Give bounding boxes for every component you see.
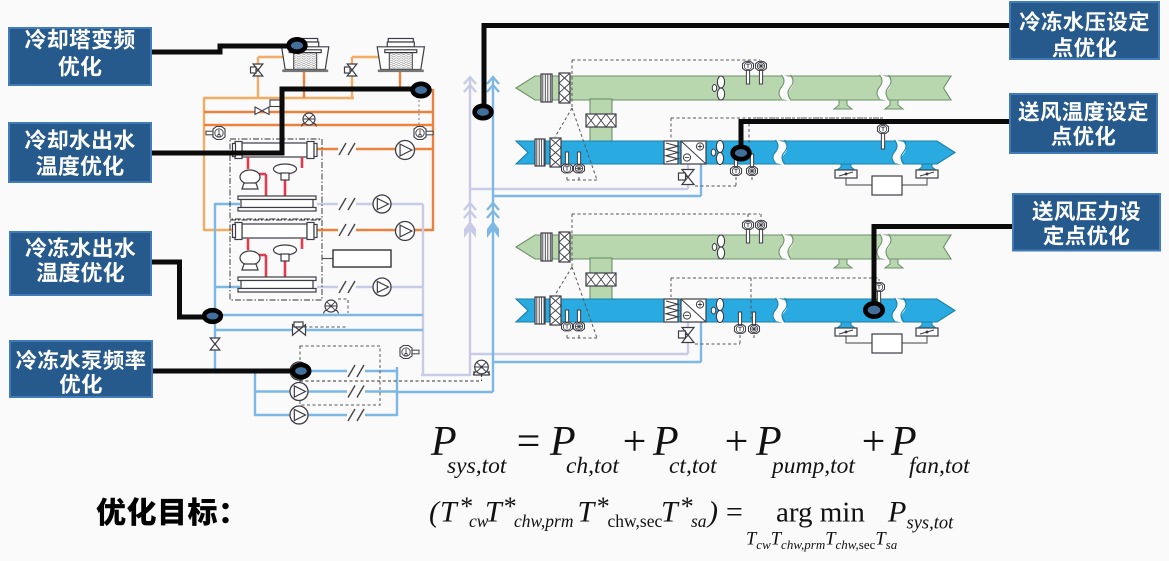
svg-text:P: P (652, 419, 679, 465)
svg-text:*: * (503, 492, 516, 521)
svg-text:(: ( (429, 496, 441, 529)
svg-text:sa: sa (691, 511, 707, 531)
svg-text:*: * (596, 492, 609, 521)
svg-text:T: T (485, 496, 504, 529)
svg-text:=: = (724, 496, 744, 529)
svg-text:fan,tot: fan,tot (909, 453, 970, 479)
svg-text:ct,tot: ct,tot (669, 453, 717, 479)
svg-text:chw,sec: chw,sec (608, 511, 663, 531)
svg-text:P: P (549, 419, 576, 465)
svg-text:+: + (620, 419, 648, 465)
svg-text:arg min: arg min (776, 497, 865, 529)
svg-text:+: + (859, 419, 887, 465)
svg-text:cw: cw (469, 511, 489, 531)
svg-text:+: + (722, 419, 750, 465)
svg-text:ch,tot: ch,tot (566, 453, 619, 479)
svg-text:T: T (661, 496, 680, 529)
svg-text:*: * (680, 492, 693, 521)
svg-text:): ) (706, 496, 718, 529)
svg-text:=: = (514, 419, 542, 465)
svg-text:T: T (440, 496, 459, 529)
svg-text:pump,tot: pump,tot (770, 453, 855, 479)
svg-text:sys,tot: sys,tot (447, 453, 507, 479)
svg-text:P: P (890, 419, 917, 465)
svg-text:P: P (755, 419, 782, 465)
svg-text:T: T (578, 496, 597, 529)
svg-text:P: P (887, 496, 906, 529)
svg-text:P: P (430, 419, 457, 465)
svg-text:chw,prm: chw,prm (514, 511, 573, 531)
svg-text:*: * (459, 492, 472, 521)
svg-text:sys,tot: sys,tot (907, 514, 955, 534)
